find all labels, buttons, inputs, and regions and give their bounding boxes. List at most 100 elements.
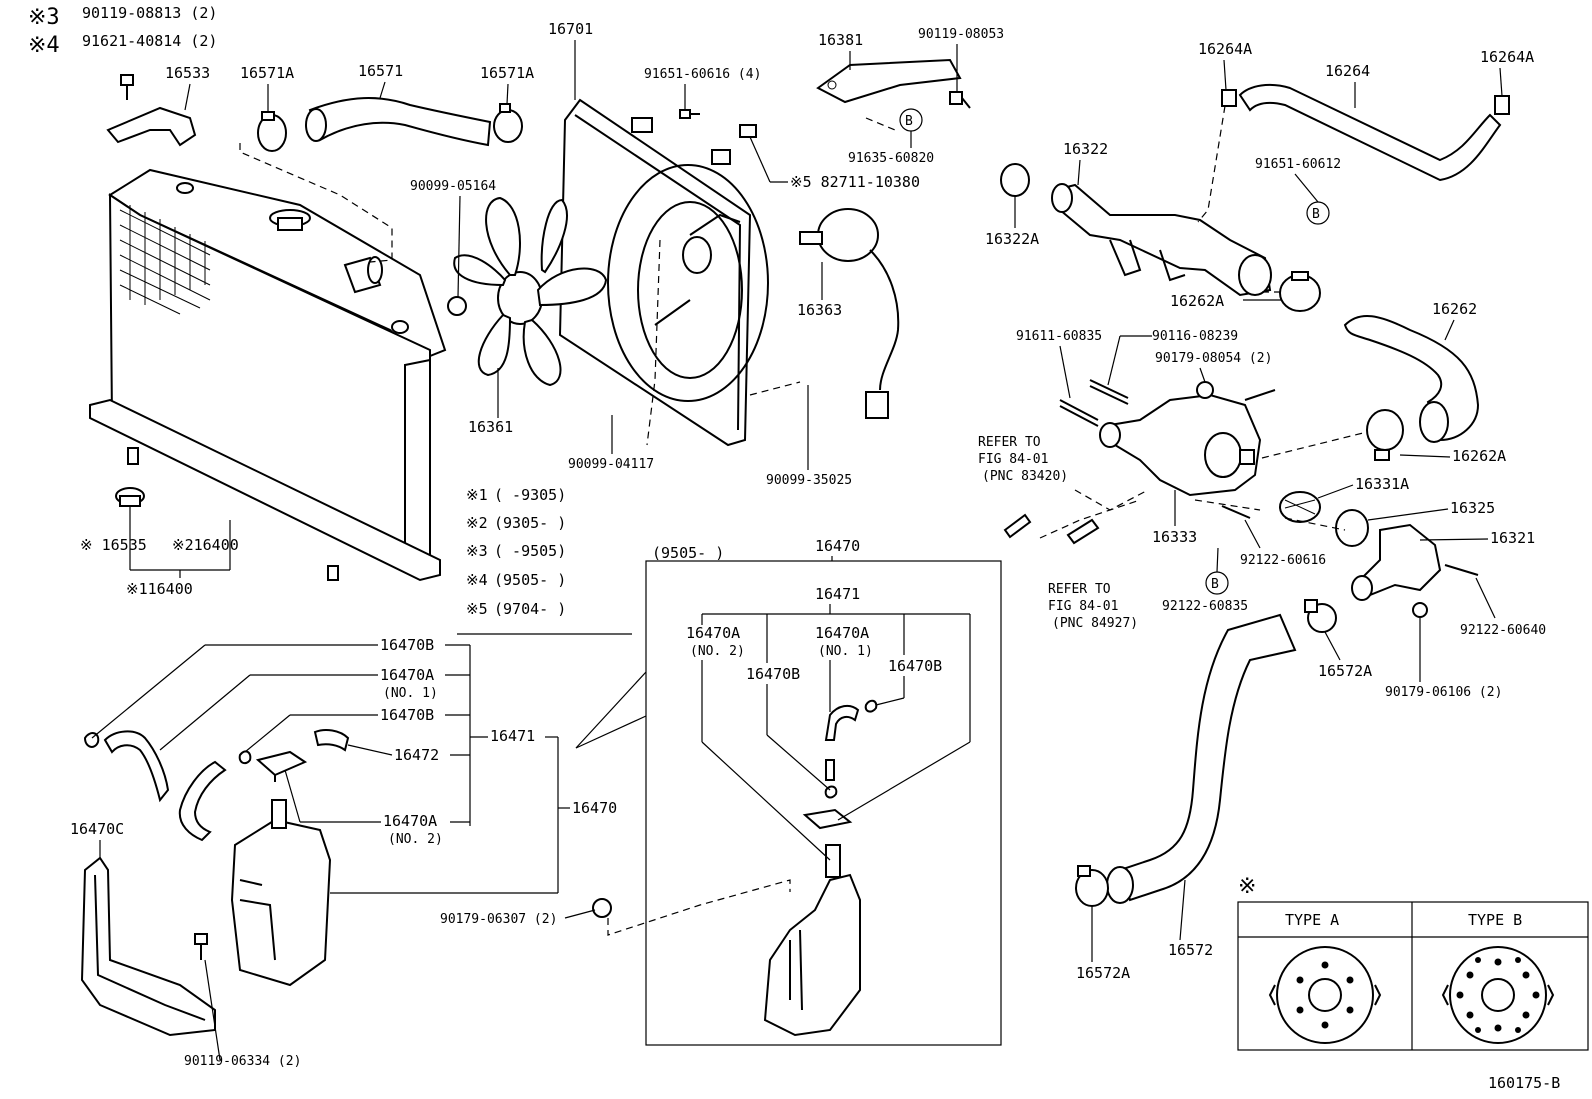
water-inlet-housing-16333-drawing: [1099, 389, 1276, 497]
sensors-drawing: [1003, 513, 1100, 545]
label-92122-60835: 92122-60835: [1162, 599, 1248, 614]
label-box-16470A-no1: 16470A: [815, 624, 869, 642]
fan-shroud-16701-drawing: [558, 98, 769, 447]
bypass-hose-16264-drawing: [1221, 83, 1510, 182]
label-16321: 16321: [1490, 529, 1535, 547]
legend-mark3: ※3: [28, 5, 60, 30]
label-90179-06106: 90179-06106 (2): [1385, 685, 1502, 700]
label-16470B-1: 16470B: [380, 636, 434, 654]
upper-hose-16571-drawing: [257, 97, 523, 152]
label-90119-06334: 90119-06334 (2): [184, 1054, 301, 1069]
date-range-5: (9704- ): [494, 600, 566, 618]
clamp-16572A-top-drawing: [1304, 599, 1337, 633]
part-labels: 16533 16571A 16571 16571A 16701 91651-60…: [70, 20, 1560, 1092]
label-91651-60612: 91651-60612: [1255, 157, 1341, 172]
cap-types-box: ※ TYPE A TYPE B: [1237, 874, 1589, 1051]
label-16470B-2: 16470B: [380, 706, 434, 724]
label-216400: ※216400: [172, 536, 239, 554]
label-box-16470A-no2: 16470A: [686, 624, 740, 642]
label-16470A-1-note: (NO. 1): [383, 686, 438, 701]
circle-b-3: B: [1211, 577, 1219, 592]
label-16470A-2: 16470A: [383, 812, 437, 830]
label-refer2-line2: FIG 84-01: [1048, 599, 1118, 614]
label-16381: 16381: [818, 31, 863, 49]
label-16322: 16322: [1063, 140, 1108, 158]
date-range-4: (9505- ): [494, 571, 566, 589]
type-a-cap-drawing: [1268, 946, 1382, 1044]
fan-motor-16363-drawing: [799, 208, 900, 419]
types-mark: ※: [1238, 874, 1256, 899]
label-91635-60820: 91635-60820: [848, 151, 934, 166]
label-16262A-right: 16262A: [1452, 447, 1506, 465]
label-refer1-line2: FIG 84-01: [978, 452, 1048, 467]
label-16264A-right: 16264A: [1480, 48, 1534, 66]
label-16533: 16533: [165, 64, 210, 82]
clamp-16572A-bottom-drawing: [1075, 865, 1109, 907]
date-range-3: ( -9505): [494, 542, 566, 560]
water-inlet-16321-drawing: [1351, 523, 1442, 618]
bracket-16533-drawing: [106, 74, 197, 147]
label-16572: 16572: [1168, 941, 1213, 959]
label-16264: 16264: [1325, 62, 1370, 80]
label-refer2-line3: (PNC 84927): [1052, 616, 1138, 631]
label-16571A-left: 16571A: [240, 64, 294, 82]
lower-hose-16572-drawing: [1106, 613, 1297, 904]
label-16322A: 16322A: [985, 230, 1039, 248]
circle-b-1: B: [905, 114, 913, 129]
nut-90179-06307-drawing: [592, 898, 612, 918]
label-16471-box: 16471: [815, 585, 860, 603]
label-16361: 16361: [468, 418, 513, 436]
label-16470-left: 16470: [572, 799, 617, 817]
label-16363: 16363: [797, 301, 842, 319]
box-date-range: (9505- ): [652, 544, 724, 562]
overflow-hoses-drawing: [83, 729, 350, 842]
label-116400: ※116400: [126, 580, 193, 598]
date-mark-1: ※1: [466, 486, 488, 504]
date-range-legend: ※1 ( -9305) ※2 (9305- ) ※3 ( -9505) ※4 (…: [457, 486, 724, 635]
label-91651-60616: 91651-60616 (4): [644, 67, 761, 82]
label-box-16470B-left: 16470B: [746, 665, 800, 683]
label-90116-08239: 90116-08239: [1152, 329, 1238, 344]
label-16470C: 16470C: [70, 820, 124, 838]
studs-drawing: [1059, 379, 1479, 576]
legend-mark4-code: 91621-40814 (2): [82, 32, 217, 50]
label-16331A: 16331A: [1355, 475, 1409, 493]
type-a-label: TYPE A: [1285, 911, 1339, 929]
legend-top-left: ※3 90119-08813 (2) ※4 91621-40814 (2): [28, 4, 217, 58]
label-16571: 16571: [358, 62, 403, 80]
label-16571A-right: 16571A: [480, 64, 534, 82]
label-16333: 16333: [1152, 528, 1197, 546]
label-16470A-2-note: (NO. 2): [388, 832, 443, 847]
gasket-16325-drawing: [1335, 509, 1369, 547]
label-82711-10380: ※5 82711-10380: [790, 173, 920, 191]
reservoir-tank-drawing: [230, 799, 332, 987]
radiator-assembly-drawing: [89, 168, 447, 582]
label-16535: ※ 16535: [80, 536, 147, 554]
label-92122-60616: 92122-60616: [1240, 553, 1326, 568]
circle-b-2: B: [1312, 207, 1320, 222]
bracket-16381-drawing: [816, 58, 971, 109]
label-16472: 16472: [394, 746, 439, 764]
radiator-drain-plug-drawing: [115, 487, 145, 530]
label-90179-08054: 90179-08054 (2): [1155, 351, 1272, 366]
date-mark-2: ※2: [466, 514, 488, 532]
reservoir-detail-drawing: [763, 699, 878, 1037]
reservoir-detail-box: [645, 560, 1002, 1046]
label-box-16470A-no2-note: (NO. 2): [690, 644, 745, 659]
label-16470-box: 16470: [815, 537, 860, 555]
label-box-16470A-no1-note: (NO. 1): [818, 644, 873, 659]
date-mark-5: ※5: [466, 600, 488, 618]
bolt-91651-60616-drawing: [679, 109, 700, 119]
label-refer1-line1: REFER TO: [978, 435, 1041, 450]
label-90119-08053: 90119-08053: [918, 27, 1004, 42]
clamp-16262A-right-drawing: [1366, 409, 1404, 461]
legend-mark4: ※4: [28, 33, 60, 58]
date-mark-3: ※3: [466, 542, 488, 560]
leader-lines: [91, 40, 1503, 1061]
label-16471-left: 16471: [490, 727, 535, 745]
water-outlet-16322-drawing: [1051, 183, 1272, 297]
label-box-16470B-right: 16470B: [888, 657, 942, 675]
label-16572A-bottom: 16572A: [1076, 964, 1130, 982]
label-90099-35025: 90099-35025: [766, 473, 852, 488]
connector-82711-drawing: [739, 124, 757, 138]
